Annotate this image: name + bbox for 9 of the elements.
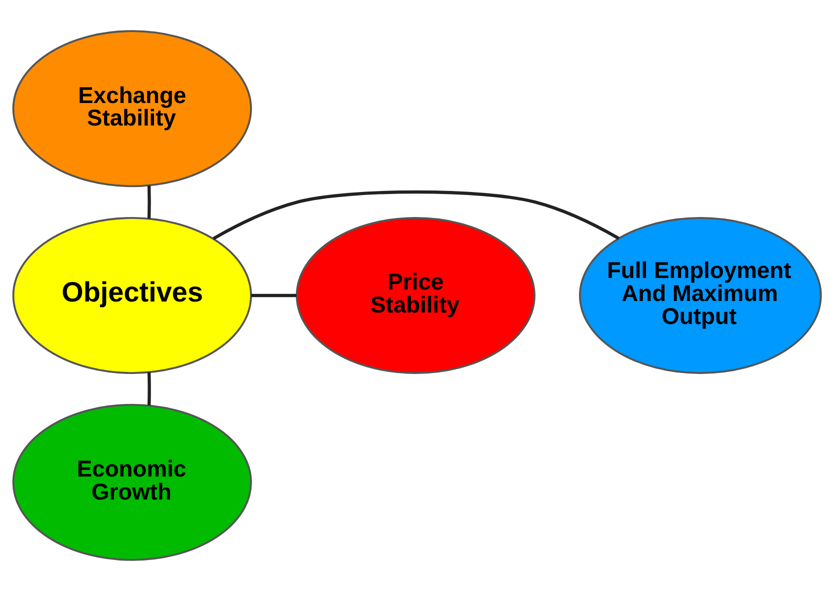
node-ellipse: Price Stability	[296, 217, 536, 374]
node-ellipse: Full Employment And Maximum Output	[578, 217, 822, 374]
connector	[212, 190, 620, 240]
node-ellipse: Objectives	[12, 217, 252, 374]
connector	[147, 185, 151, 219]
connector	[147, 372, 151, 406]
node-ellipse: Exchange Stability	[12, 30, 252, 188]
node-ellipse: Economic Growth	[12, 404, 252, 561]
connector	[251, 294, 296, 298]
